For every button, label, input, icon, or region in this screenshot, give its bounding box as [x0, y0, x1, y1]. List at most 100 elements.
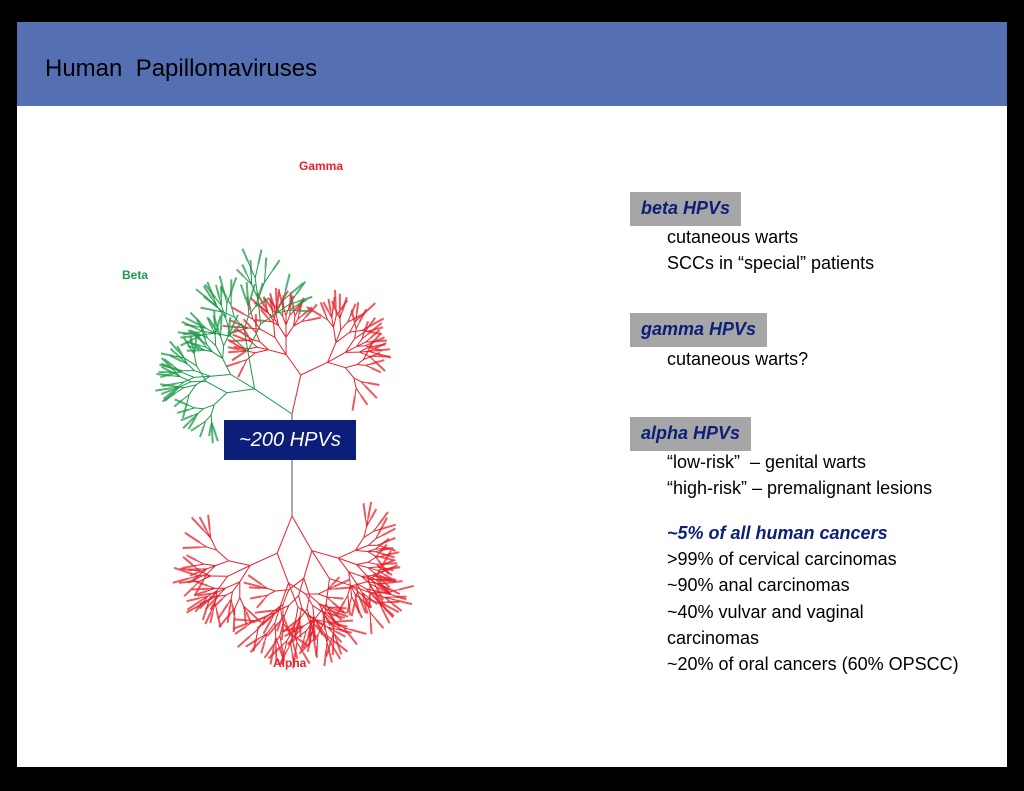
alpha-branch — [349, 596, 353, 604]
leaf-label-mark — [280, 625, 285, 641]
gamma-branch — [361, 334, 368, 340]
alpha-branch — [311, 550, 330, 579]
beta-branch — [288, 294, 297, 305]
leaf-label-mark — [319, 302, 327, 314]
leaf-label-mark — [368, 317, 385, 328]
alpha-branch — [228, 560, 251, 566]
leaf-label-mark — [159, 363, 176, 370]
alpha-branch — [327, 588, 336, 590]
alpha-branch — [283, 605, 290, 617]
alpha-branch — [274, 604, 284, 613]
beta-branch — [251, 284, 259, 300]
beta-branch — [214, 332, 231, 337]
leaf-label-mark — [180, 414, 193, 422]
leaf-label-mark — [334, 606, 347, 610]
alpha-branch — [338, 557, 357, 565]
gamma-branch — [293, 318, 299, 327]
alpha-branch — [325, 608, 330, 614]
leaf-label-mark — [367, 381, 380, 387]
gamma-branch — [327, 342, 337, 363]
beta-branch — [225, 303, 228, 318]
alpha-branch — [343, 627, 352, 631]
gamma-branch — [333, 315, 337, 328]
beta-branch — [257, 282, 265, 300]
gamma-branch — [283, 308, 287, 316]
leaf-label-mark — [327, 615, 342, 628]
alpha-branch — [377, 569, 387, 575]
alpha-branch — [374, 555, 379, 561]
leaf-label-mark — [160, 371, 176, 379]
leaf-label-mark — [204, 283, 217, 299]
alpha-branch — [206, 546, 217, 551]
beta-branch — [214, 334, 217, 346]
alpha-stat-1: >99% of cervical carcinomas — [667, 549, 897, 569]
alpha-branch — [194, 563, 204, 567]
alpha-branch — [279, 582, 289, 607]
leaf-label-mark — [387, 580, 403, 584]
beta-branch — [179, 376, 192, 383]
leaf-label-mark — [378, 543, 388, 554]
leaf-label-mark — [245, 281, 249, 299]
leaf-label-mark — [233, 618, 246, 622]
leaf-label-mark — [327, 298, 332, 312]
beta-branch — [230, 374, 255, 390]
leaf-label-mark — [206, 316, 214, 329]
gamma-branch — [271, 310, 274, 318]
gamma-branch — [368, 350, 377, 354]
leaf-label-mark — [365, 598, 373, 609]
leaf-label-mark — [239, 284, 248, 301]
leaf-label-mark — [277, 291, 285, 310]
leaf-label-mark — [386, 600, 400, 604]
gamma-branch — [365, 343, 371, 347]
alpha-branch — [368, 538, 377, 546]
gamma-branch — [363, 357, 369, 361]
gamma-branch — [285, 315, 291, 326]
alpha-branch — [275, 589, 289, 592]
alpha-branch — [306, 615, 311, 622]
alpha-branch — [377, 544, 385, 548]
beta-branch — [226, 292, 232, 304]
alpha-branch — [207, 590, 218, 597]
alpha-branch — [356, 561, 369, 565]
beta-branch — [201, 332, 215, 336]
leaf-label-mark — [269, 648, 275, 665]
leaf-label-mark — [254, 609, 272, 614]
alpha-branch — [192, 580, 200, 589]
leaf-label-mark — [380, 523, 397, 531]
alpha-branch — [325, 578, 330, 605]
leaf-label-mark — [180, 337, 195, 347]
leaf-label-mark — [381, 550, 392, 567]
gamma-branch — [272, 321, 276, 338]
leaf-label-mark — [335, 630, 346, 638]
gamma-branch — [240, 359, 247, 363]
alpha-stat-3: ~40% vulvar and vaginal — [667, 602, 864, 622]
beta-branch — [220, 336, 225, 346]
leaf-label-mark — [334, 289, 337, 308]
alpha-branch — [208, 590, 218, 601]
leaf-label-mark — [187, 416, 197, 430]
beta-branch — [217, 307, 224, 313]
gamma-branch — [331, 317, 334, 328]
leaf-label-mark — [193, 590, 208, 597]
beta-branch — [247, 351, 256, 389]
leaf-label-mark — [296, 298, 308, 306]
alpha-branch — [275, 637, 280, 647]
leaf-label-mark — [216, 315, 222, 327]
leaf-label-mark — [198, 516, 208, 531]
leaf-label-mark — [330, 300, 338, 312]
alpha-branch — [371, 575, 379, 578]
alpha-branch — [355, 583, 363, 593]
leaf-label-mark — [234, 625, 247, 635]
alpha-branch — [207, 585, 216, 589]
leaf-label-mark — [338, 293, 341, 310]
leaf-label-mark — [299, 624, 302, 638]
beta-branch — [177, 381, 184, 384]
alpha-branch — [378, 601, 384, 610]
leaf-label-mark — [354, 312, 365, 320]
leaf-label-mark — [284, 619, 292, 636]
gamma-branch — [354, 328, 357, 339]
beta-branch — [215, 297, 222, 306]
beta-heading: beta HPVs — [630, 192, 742, 226]
alpha-branch — [364, 598, 371, 613]
gamma-branch — [356, 338, 363, 347]
